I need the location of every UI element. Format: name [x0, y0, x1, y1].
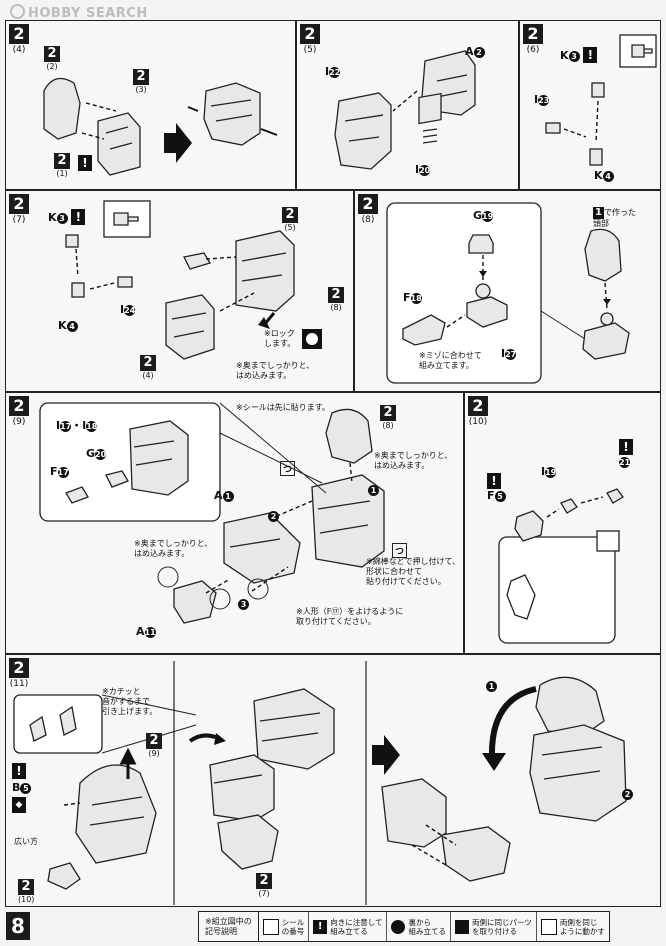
assembly-illustration: [334, 50, 476, 170]
step-badge: 2(9): [9, 396, 29, 428]
note-push-in: ※奥までしっかりと、 はめ込みます。: [236, 361, 315, 380]
part-label-a11: A11: [136, 625, 156, 638]
page-number: 8: [6, 912, 30, 940]
ref-badge-2-8: 2(8): [380, 405, 396, 430]
part-label-i19: I19: [541, 465, 557, 478]
part-label-i24: I24: [120, 303, 136, 316]
step-badge: 2(11): [9, 658, 29, 689]
seal-number-icon: つ: [392, 543, 408, 558]
ref-badge-2-3: 2(3): [133, 69, 149, 94]
sequence-marker-2: 2: [622, 787, 633, 800]
orientation-warning-icon: !: [78, 155, 92, 171]
step-badge: 2(6): [523, 24, 543, 56]
assembly-illustration: [43, 77, 278, 176]
part-label-i22: I22: [325, 65, 341, 78]
warning-icon: !: [313, 919, 328, 934]
step-badge: 2(5): [300, 24, 320, 56]
ref-badge-2-2: 2(2): [44, 46, 60, 71]
legend-item-seal: シール の番号: [259, 912, 310, 941]
legend-item-move: 両側を同じ ように動かす: [537, 912, 609, 941]
legend-item-pair: 両側に同じパーツ を取り付ける: [451, 912, 537, 941]
part-label-f17: F17: [50, 465, 69, 478]
part-label-i20: I20: [415, 163, 431, 176]
part-label-21: !21: [619, 439, 633, 468]
note-avoid-figure: ※人形（F⑰）をよけるように 取り付けてください。: [296, 607, 404, 626]
symbol-legend: ※組立図中の 記号説明 シール の番号 !向きに注意して 組み立てる 裏から 組…: [198, 911, 610, 942]
seal-icon: [262, 918, 279, 935]
part-label-i17-i18: I17・I18: [56, 419, 98, 432]
part-label-f18: F18: [403, 291, 422, 304]
note-groove: ※ミゾに合わせて 組み立てます。: [419, 351, 482, 370]
note-press-seal: ※綿棒などで押し付けて、 形状に合わせて 貼り付けてください。: [366, 557, 461, 586]
ref-badge-2-1: 2(1): [54, 153, 70, 178]
orientation-warning-icon: !: [487, 473, 501, 489]
note-push-in-1: ※奥までしっかりと、 はめ込みます。: [374, 451, 453, 470]
orientation-warning-icon: !: [583, 47, 598, 63]
ref-badge-2-5: 2(5): [282, 207, 298, 232]
seal-number-icon: つ: [280, 461, 296, 476]
assembly-illustration: [545, 34, 657, 166]
step-badge: 2(8): [358, 194, 378, 226]
legend-item-back: 裏から 組み立てる: [387, 912, 451, 941]
move-both-icon: [540, 918, 557, 935]
legend-item-orientation: !向きに注意して 組み立てる: [309, 912, 388, 941]
ref-badge-2-4: 2(4): [140, 355, 156, 380]
assembly-illustration: [65, 200, 322, 360]
assembly-illustration: [13, 661, 627, 905]
step-badge: 2(10): [468, 396, 488, 427]
ref-badge-2-8: 2(8): [328, 287, 344, 312]
sequence-marker-1: 1: [486, 679, 497, 692]
orientation-warning-icon: !: [71, 209, 86, 225]
note-lock: ※ロック します。: [264, 329, 296, 348]
part-label-g19: G19: [473, 209, 494, 222]
assembly-illustration: [39, 402, 385, 624]
pair-parts-icon: ◆: [12, 797, 26, 813]
part-label-g20: G20: [86, 447, 107, 460]
sequence-marker-1: 1: [368, 483, 379, 496]
orientation-warning-icon: !: [619, 439, 633, 455]
orientation-warning-icon: !: [12, 763, 26, 779]
legend-title: ※組立図中の 記号説明: [199, 912, 259, 941]
sequence-marker-3: 3: [238, 597, 249, 610]
assembly-illustration: [386, 202, 630, 384]
ref-badge-2-9: 2(9): [146, 733, 162, 758]
note-seal-first: ※シールは先に貼ります。: [236, 403, 330, 412]
ref-badge-2-10: 2(10): [18, 879, 35, 904]
assembly-illustration: [498, 488, 624, 644]
logo-icon: [10, 4, 25, 19]
sequence-marker-2: 2: [268, 509, 279, 522]
note-push-in-2: ※奥までしっかりと、 はめ込みます。: [134, 539, 213, 558]
pair-parts-icon: [454, 919, 469, 934]
note-click: ※カチッと 音がするまで 引き上げます。: [102, 687, 158, 716]
step-badge: 2(7): [9, 194, 29, 226]
watermark: HOBBY SEARCH: [10, 4, 148, 21]
ref-badge-2-7: 2(7): [256, 873, 272, 898]
part-label-i27: I27: [501, 347, 517, 360]
note-wide-side: 広い方: [14, 837, 38, 846]
step-badge: 2(4): [9, 24, 29, 56]
part-label-i23: I23: [534, 93, 550, 106]
back-assembly-icon: [391, 919, 406, 934]
step-2-4-panel: 2(4) 2(2) 2(3) 2(1) !: [5, 20, 296, 190]
